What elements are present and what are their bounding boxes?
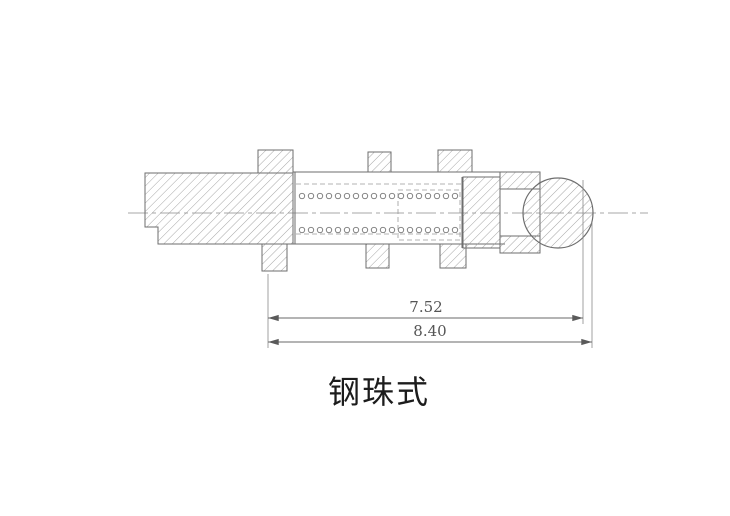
collar-section bbox=[499, 171, 541, 254]
shaft-top-flange bbox=[257, 149, 294, 174]
sleeve-tabs bbox=[365, 149, 473, 269]
shaft-section bbox=[144, 149, 294, 272]
spring-coil-row-top bbox=[298, 192, 459, 200]
drawing-title: 钢珠式 bbox=[328, 374, 430, 410]
piston-section bbox=[397, 176, 501, 249]
spring-coil-row-bottom bbox=[298, 226, 459, 234]
dimension-label-8-40: 8.40 bbox=[413, 322, 446, 340]
sleeve-tab-top-right bbox=[437, 149, 473, 173]
collar-bottom-lip bbox=[499, 235, 541, 254]
sleeve-tab-bottom-mid bbox=[365, 243, 390, 269]
dimension-label-7-52: 7.52 bbox=[409, 298, 442, 316]
extension-lines bbox=[267, 180, 593, 348]
shaft-bottom-flange bbox=[261, 243, 288, 272]
dimension-overall-length: 8.40 bbox=[268, 322, 592, 346]
dimension-inner-length: 7.52 bbox=[268, 298, 583, 322]
steel-ball bbox=[522, 177, 594, 249]
end-plug bbox=[462, 176, 501, 249]
collar-top-lip bbox=[499, 171, 541, 190]
sleeve-tab-top-mid bbox=[367, 151, 392, 173]
